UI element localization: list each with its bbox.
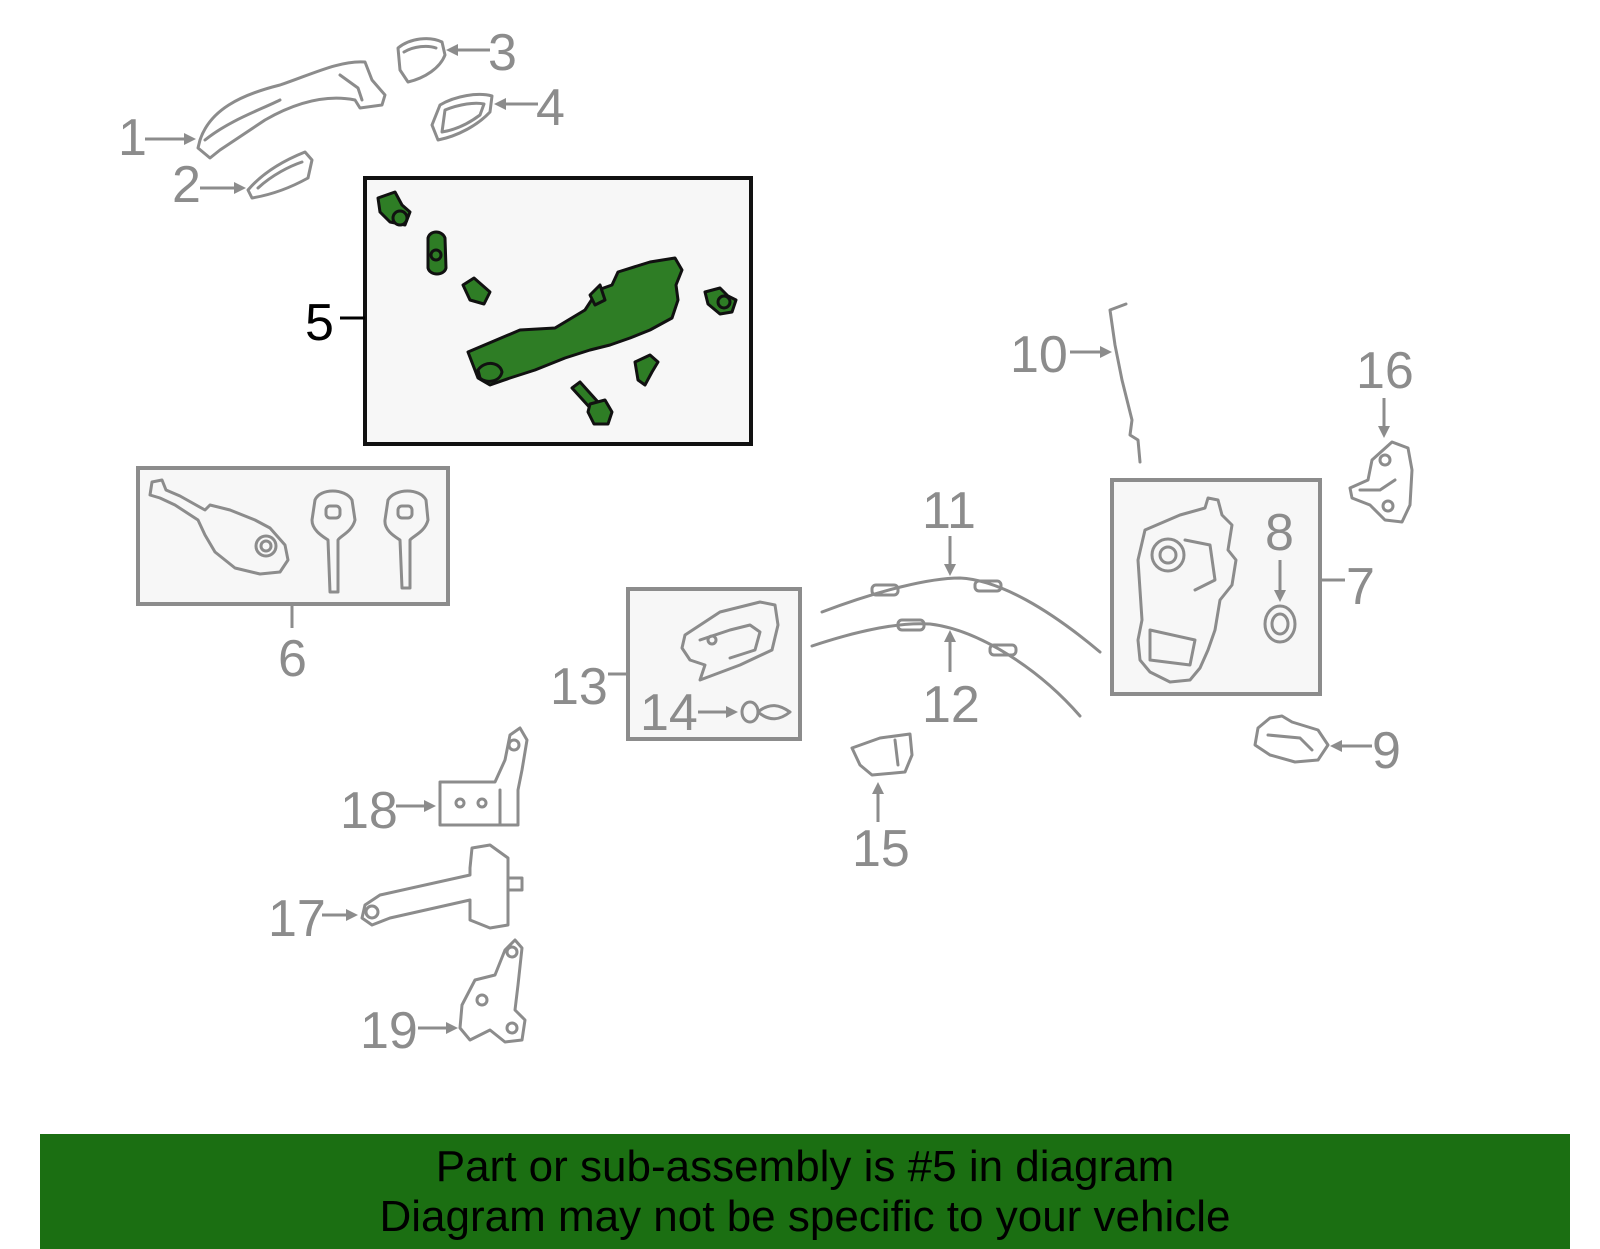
arrowhead-11 bbox=[944, 564, 956, 576]
part-19-lower-hinge[interactable] bbox=[458, 938, 527, 1044]
callout-12: 12 bbox=[922, 676, 980, 734]
banner-line-1: Part or sub-assembly is #5 in diagram bbox=[435, 1142, 1175, 1191]
part-7-door-latch[interactable] bbox=[1136, 496, 1238, 684]
callout-3: 3 bbox=[488, 24, 517, 82]
part-12-lock-cable[interactable] bbox=[810, 618, 1082, 718]
part-5-handle-frame-assembly[interactable] bbox=[376, 190, 738, 426]
arrowhead-17 bbox=[346, 909, 358, 921]
arrowhead-9 bbox=[1330, 740, 1342, 752]
arrowhead-2 bbox=[234, 182, 246, 194]
callout-4: 4 bbox=[536, 79, 565, 137]
part-1-outer-handle[interactable] bbox=[196, 60, 387, 160]
callout-18: 18 bbox=[340, 782, 398, 840]
arrowhead-10 bbox=[1100, 346, 1112, 358]
callout-6: 6 bbox=[278, 630, 307, 688]
arrowhead-19 bbox=[446, 1022, 458, 1034]
callout-19: 19 bbox=[360, 1002, 418, 1060]
arrowhead-15 bbox=[872, 782, 884, 794]
part-9-latch-cover[interactable] bbox=[1253, 714, 1330, 764]
notice-banner: Part or sub-assembly is #5 in diagram Di… bbox=[40, 1134, 1570, 1249]
arrowhead-16 bbox=[1378, 426, 1390, 438]
arrowhead-14 bbox=[726, 706, 738, 718]
callout-10: 10 bbox=[1010, 326, 1068, 384]
arrowhead-12 bbox=[944, 630, 956, 642]
part-2-handle-cover[interactable] bbox=[246, 150, 314, 200]
part-16-striker[interactable] bbox=[1348, 440, 1414, 524]
part-13-inside-handle[interactable] bbox=[680, 600, 780, 682]
callout-2: 2 bbox=[172, 156, 201, 214]
callout-14: 14 bbox=[640, 684, 698, 742]
part-14-clip[interactable] bbox=[740, 700, 792, 724]
arrowhead-18 bbox=[424, 800, 436, 812]
callout-5: 5 bbox=[305, 294, 334, 352]
banner-line-2: Diagram may not be specific to your vehi… bbox=[379, 1192, 1231, 1241]
part-10-lock-rod[interactable] bbox=[1108, 302, 1142, 464]
callout-11: 11 bbox=[922, 482, 976, 540]
part-3-cap[interactable] bbox=[396, 37, 447, 84]
part-6-lock-cylinder-set[interactable] bbox=[148, 478, 430, 594]
callout-13: 13 bbox=[550, 658, 608, 716]
callout-7: 7 bbox=[1346, 558, 1375, 616]
assembly-box-13 bbox=[626, 587, 802, 741]
arrowhead-3 bbox=[446, 44, 458, 56]
callout-16: 16 bbox=[1356, 342, 1414, 400]
part-17-door-check[interactable] bbox=[360, 843, 524, 930]
part-18-upper-hinge[interactable] bbox=[438, 726, 529, 827]
callout-1: 1 bbox=[118, 109, 147, 167]
callout-8: 8 bbox=[1265, 504, 1294, 562]
part-8-grommet[interactable] bbox=[1263, 604, 1297, 644]
callout-17: 17 bbox=[268, 890, 326, 948]
callout-15: 15 bbox=[852, 820, 910, 878]
arrowhead-4 bbox=[494, 98, 506, 110]
part-11-inside-handle-cable[interactable] bbox=[820, 576, 1102, 654]
arrowhead-1 bbox=[184, 133, 196, 145]
assembly-box-7 bbox=[1110, 478, 1322, 696]
part-15-handle-bezel[interactable] bbox=[850, 732, 914, 777]
callout-9: 9 bbox=[1372, 722, 1401, 780]
assembly-box-5 bbox=[363, 176, 753, 446]
part-4-pad[interactable] bbox=[430, 92, 494, 142]
arrowhead-8 bbox=[1274, 590, 1286, 602]
